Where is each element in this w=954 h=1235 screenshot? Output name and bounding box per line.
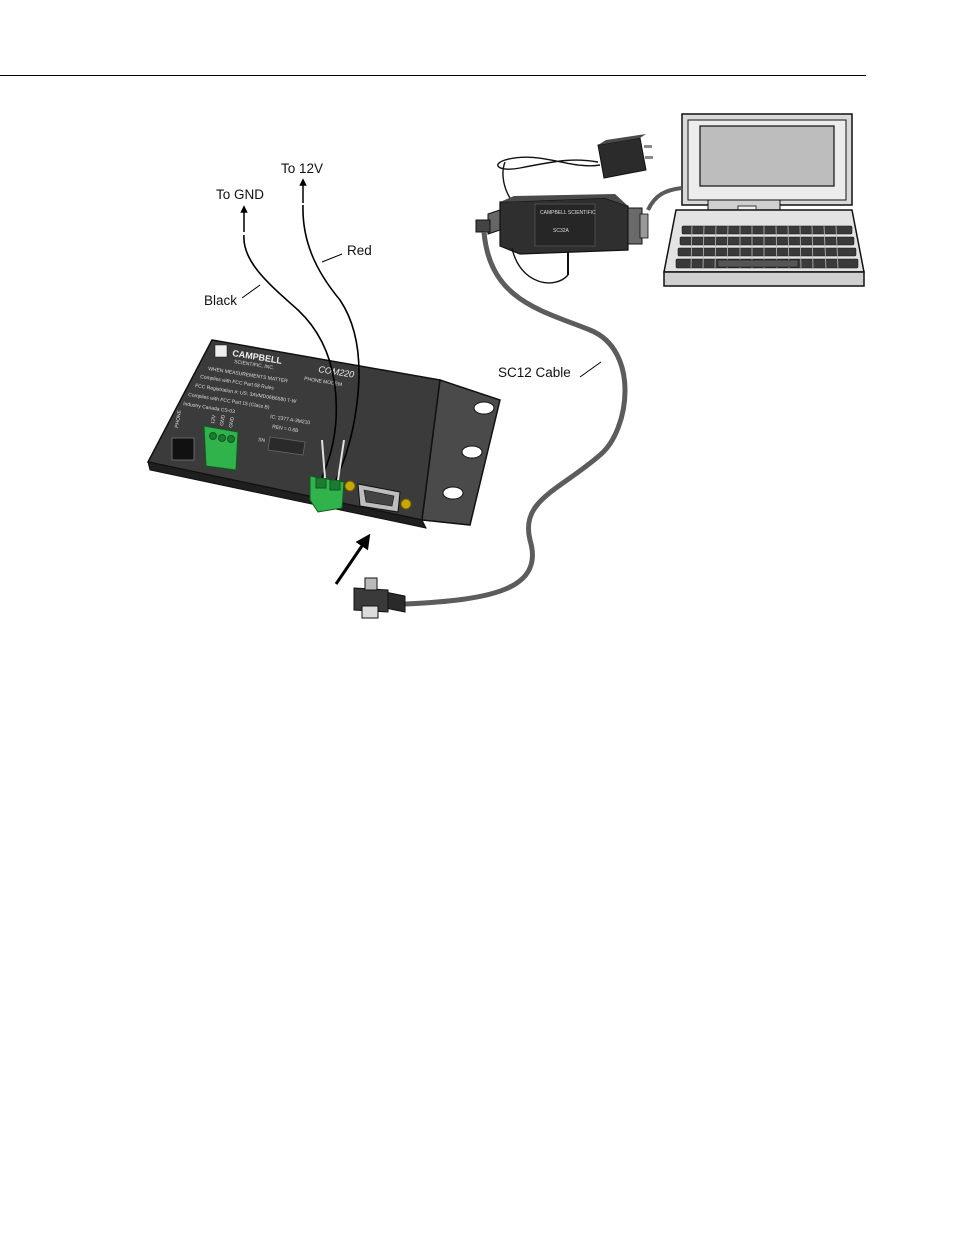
black-wire [243, 234, 338, 479]
interface-model: SC32A [553, 228, 570, 234]
cable-connector [353, 577, 406, 619]
terminal-label-gnd-2: GND [228, 416, 236, 428]
black-leader [241, 284, 261, 299]
terminal-label-gnd-1: GND [219, 414, 227, 426]
phone-jack [171, 437, 195, 461]
power-adapter [497, 134, 653, 199]
sn-plate [267, 436, 306, 456]
phone-port-label: PHONE [174, 409, 183, 428]
label-to-gnd: To GND [216, 187, 264, 202]
db9-port [344, 480, 412, 513]
terminal-label-12v: 12V [210, 414, 218, 424]
label-sc12-cable: SC12 Cable [498, 365, 571, 380]
insert-arrow [334, 533, 371, 585]
power-terminal-block [203, 425, 239, 471]
red-leader [321, 253, 343, 263]
label-red: Red [347, 243, 372, 258]
laptop-illustration [663, 113, 865, 287]
modem-sn-label: SN [258, 437, 266, 444]
sc32a-interface: CAMPBELL SCIENTIFIC SC32A [475, 194, 649, 284]
modem-compliance-6: REN = 0.6B [272, 424, 300, 434]
green-plug-connector [309, 475, 345, 513]
red-wire [302, 204, 360, 481]
header-rule [0, 75, 866, 76]
modem-model-sub: PHONE MODEM [304, 376, 343, 388]
com220-modem: CAMPBELL SCIENTIFIC, INC. WHEN MEASUREME… [146, 339, 501, 529]
laptop-cable [646, 186, 683, 211]
label-black: Black [204, 293, 237, 308]
cable-leader [579, 361, 602, 378]
sc12-cable [404, 231, 628, 607]
label-to-12v: To 12V [281, 161, 323, 176]
interface-brand: CAMPBELL SCIENTIFIC [540, 210, 596, 216]
